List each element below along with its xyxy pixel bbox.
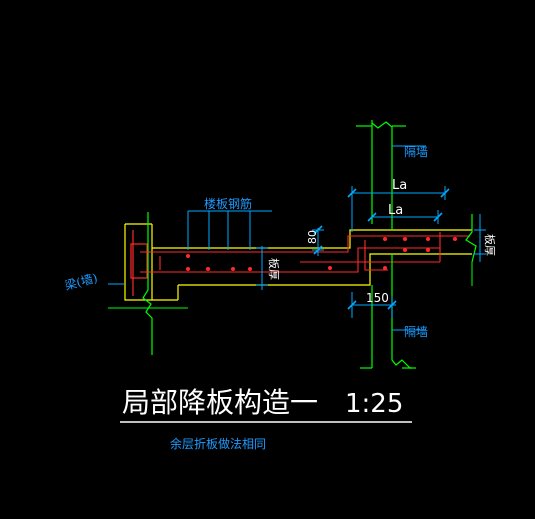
label-dim-80: 80 bbox=[306, 230, 319, 244]
beam-break-line bbox=[142, 212, 153, 355]
drawing-note: 余层折板做法相同 bbox=[170, 436, 266, 451]
label-la-inner: La bbox=[388, 203, 403, 218]
dimension-ticks bbox=[313, 188, 450, 310]
slab-rebar bbox=[140, 232, 470, 273]
label-slab-thickness-right: 板厚 bbox=[483, 234, 497, 256]
label-dim-150: 150 bbox=[366, 291, 389, 305]
label-slab-rebar: 楼板钢筋 bbox=[204, 196, 252, 211]
drawing-title: 局部降板构造一 bbox=[122, 386, 318, 419]
partition-wall-lines bbox=[356, 120, 416, 369]
label-partition-top: 隔墙 bbox=[404, 145, 428, 159]
label-la-outer: La bbox=[392, 178, 407, 193]
drawing-scale: 1:25 bbox=[345, 389, 403, 419]
beam-rebar bbox=[130, 230, 148, 296]
slab-break-line bbox=[465, 214, 477, 263]
label-partition-bottom: 隔墙 bbox=[404, 325, 428, 339]
label-beam-wall: 梁(墙) bbox=[63, 270, 99, 293]
label-slab-thickness-left: 板厚 bbox=[267, 258, 281, 280]
rebar-dots bbox=[186, 237, 457, 271]
